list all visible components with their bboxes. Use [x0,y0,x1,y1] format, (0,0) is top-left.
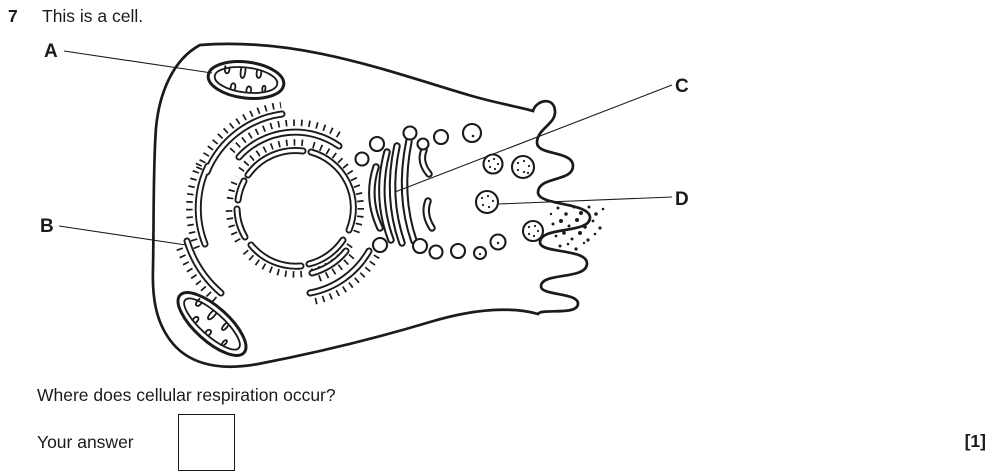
vesicles-icon [354,122,507,261]
question-number: 7 [8,6,18,26]
label-line-a [63,50,213,74]
mitochondrion-bottom-icon [176,291,248,357]
answer-label: Your answer [37,432,134,452]
label-c: C [675,76,689,97]
label-a: A [44,41,58,62]
label-d: D [675,189,689,210]
rough-er-icon [174,101,380,306]
secretion-dots [549,205,605,251]
label-b: B [40,216,54,237]
golgi-apparatus-icon [368,125,436,255]
label-line-c [394,84,673,193]
label-line-b [58,225,187,246]
answer-box[interactable] [178,414,235,471]
secretory-vesicles-icon [474,153,545,243]
question-intro: This is a cell. [42,6,144,26]
question-prompt: Where does cellular respiration occur? [37,385,336,405]
marks-badge: [1] [964,431,986,451]
label-line-d [498,196,673,205]
mitochondrion-top-icon [206,60,286,100]
cell-membrane [151,42,592,369]
